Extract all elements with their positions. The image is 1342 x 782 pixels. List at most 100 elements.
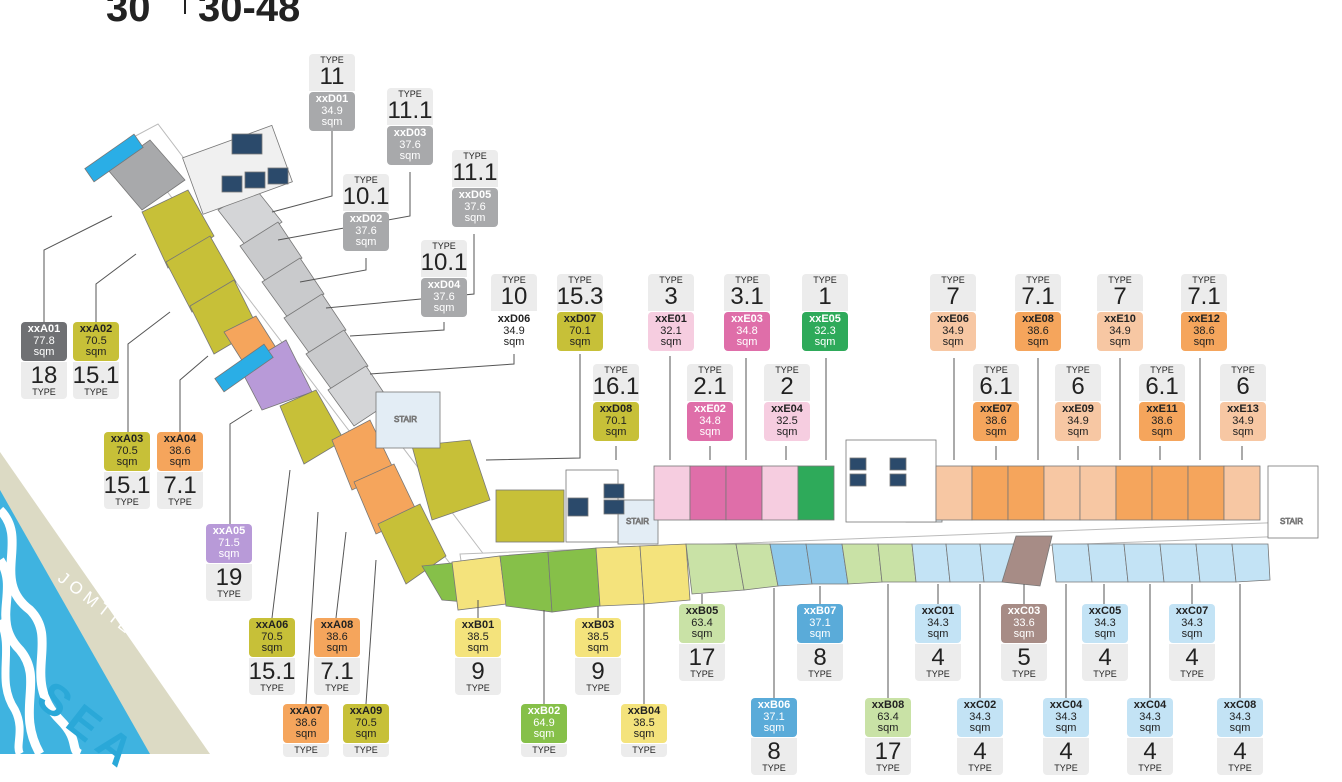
unit-area: 34.9 bbox=[321, 105, 343, 117]
unit-area: 38.6 bbox=[295, 717, 317, 729]
type-word: TYPE bbox=[354, 745, 378, 755]
unit-area-unit: sqm bbox=[321, 116, 343, 128]
header-left-number: 30 bbox=[106, 0, 151, 30]
type-word: TYPE bbox=[260, 683, 284, 693]
unit-id: xxC04 bbox=[1133, 699, 1167, 711]
unit-area-unit: sqm bbox=[969, 722, 991, 734]
unit-id: xxE06 bbox=[937, 313, 969, 325]
unit-id: xxE10 bbox=[1104, 313, 1136, 325]
type-word: TYPE bbox=[941, 275, 965, 285]
unit-area: 71.5 bbox=[218, 537, 240, 549]
type-number: 11.1 bbox=[387, 97, 433, 124]
unit-area: 34.8 bbox=[699, 415, 721, 427]
type-word: TYPE bbox=[325, 683, 349, 693]
unit-area: 34.3 bbox=[1139, 711, 1161, 723]
type-word: TYPE bbox=[115, 497, 139, 507]
unit-area-unit: sqm bbox=[218, 548, 240, 560]
unit-area: 63.4 bbox=[691, 617, 713, 629]
unit-area: 34.9 bbox=[1232, 415, 1254, 427]
unit-id: xxA05 bbox=[212, 525, 246, 537]
type-word: TYPE bbox=[84, 387, 108, 397]
type-number: 7 bbox=[1113, 283, 1127, 310]
unit-area-unit: sqm bbox=[691, 628, 713, 640]
type-number: 1 bbox=[818, 283, 832, 310]
unit-area-unit: sqm bbox=[503, 336, 525, 348]
type-word: TYPE bbox=[1108, 275, 1132, 285]
type-word: TYPE bbox=[762, 763, 786, 773]
unit-area-unit: sqm bbox=[776, 426, 798, 438]
type-word: TYPE bbox=[690, 669, 714, 679]
unit-id: xxE01 bbox=[655, 313, 687, 325]
type-word: TYPE bbox=[698, 365, 722, 375]
unit-id: xxD01 bbox=[315, 93, 349, 105]
horizontal-wing-bottom bbox=[451, 535, 1271, 613]
unit-area-unit: sqm bbox=[326, 642, 348, 654]
unit-area-unit: sqm bbox=[116, 456, 138, 468]
unit-area-unit: sqm bbox=[809, 628, 831, 640]
unit-area: 38.6 bbox=[1151, 415, 1173, 427]
unit-area: 34.9 bbox=[942, 325, 964, 337]
unit-area: 37.6 bbox=[355, 225, 377, 237]
unit-id: xxD03 bbox=[393, 127, 427, 139]
type-number: 18 bbox=[30, 362, 58, 389]
type-word: TYPE bbox=[294, 745, 318, 755]
type-number: 17 bbox=[874, 738, 902, 765]
stair-label: STAIR bbox=[626, 517, 649, 526]
type-number: 4 bbox=[931, 644, 945, 671]
type-word: TYPE bbox=[876, 763, 900, 773]
type-number: 4 bbox=[973, 738, 987, 765]
unit-area-unit: sqm bbox=[877, 722, 899, 734]
unit-id: xxD06 bbox=[497, 313, 531, 325]
unit-area: 77.8 bbox=[33, 335, 55, 347]
type-number: 17 bbox=[688, 644, 716, 671]
unit-area-unit: sqm bbox=[605, 426, 627, 438]
unit-id: xxE05 bbox=[809, 313, 841, 325]
unit-id: xxE09 bbox=[1062, 403, 1094, 415]
unit-area: 34.3 bbox=[969, 711, 991, 723]
unit-id: xxB02 bbox=[527, 705, 561, 717]
type-number: 9 bbox=[591, 658, 605, 685]
unit-area: 70.1 bbox=[605, 415, 627, 427]
type-word: TYPE bbox=[432, 241, 456, 251]
unit-id: xxC05 bbox=[1088, 605, 1122, 617]
